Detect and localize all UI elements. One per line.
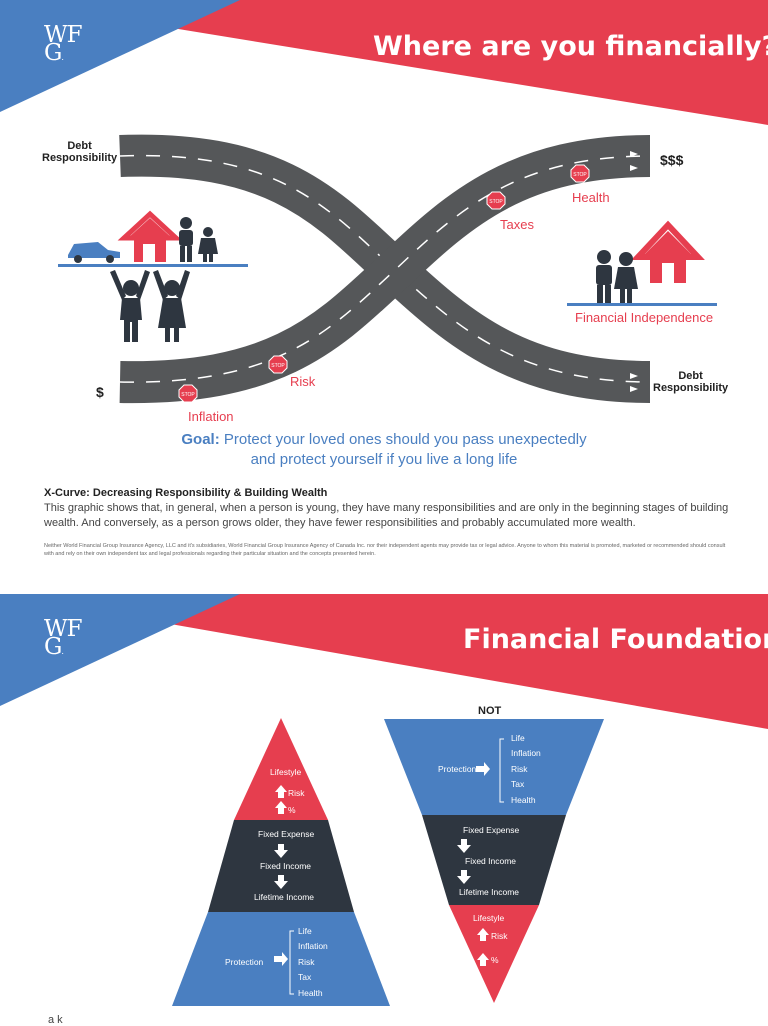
arrow-up-icon (477, 928, 489, 941)
pyramid-item-health: Health (298, 988, 323, 998)
pyramid-risk: Risk (288, 788, 305, 798)
inverted-item-risk: Risk (511, 764, 528, 774)
inverted-top (384, 719, 604, 815)
stop-sign-risk: STOP (268, 355, 288, 374)
pyramid-item-inflation: Inflation (298, 941, 328, 951)
pyramid-middle (208, 820, 354, 912)
blue-banner-shape (0, 0, 240, 112)
inverted-percent: % (491, 955, 499, 965)
arrow-down-icon (274, 844, 288, 858)
disclaimer: Neither World Financial Group Insurance … (44, 543, 726, 557)
inverted-fixed-expense: Fixed Expense (463, 825, 520, 835)
stop-sign-inflation: STOP (178, 384, 198, 403)
stop-sign-health: STOP (570, 164, 590, 183)
stop-sign-taxes: STOP (486, 191, 506, 210)
header-banner-2 (0, 594, 768, 729)
pyramid-top (234, 718, 328, 820)
xcurve-title: X-Curve: Decreasing Responsibility & Bui… (44, 487, 328, 499)
pyramid-item-risk: Risk (298, 957, 315, 967)
inverted-item-health: Health (511, 795, 536, 805)
not-label: NOT (478, 705, 502, 717)
children-icon (179, 217, 218, 262)
label-health: Health (572, 190, 610, 205)
arrow-down-icon (274, 875, 288, 889)
header-banner-1 (0, 0, 768, 125)
pyramid-item-life: Life (298, 926, 312, 936)
arrow-up-icon (477, 953, 489, 966)
pyramid-fixed-expense: Fixed Expense (258, 829, 315, 839)
red-banner-shape (0, 0, 768, 125)
label-inflation: Inflation (188, 409, 234, 424)
road-arrows (630, 151, 638, 392)
parents-icon (110, 270, 190, 342)
foundation-pyramid (172, 718, 390, 1006)
protection-bracket-inverted (499, 738, 504, 803)
page-title: Where are you financially? (373, 31, 768, 62)
wfg-logo: WF G. (44, 22, 83, 66)
svg-text:STOP: STOP (573, 172, 587, 178)
pyramid-protection: Protection (225, 957, 264, 967)
car-icon (68, 242, 120, 263)
x-curve-roads: STOP STOP STOP STOP (119, 134, 651, 404)
pyramid-lifetime-income: Lifetime Income (254, 892, 314, 902)
section-title: Financial Foundation (463, 624, 768, 655)
inverted-bottom (449, 905, 539, 1003)
money-high: $$$ (660, 152, 684, 168)
arrow-down-icon (457, 870, 471, 884)
inverted-item-inflation: Inflation (511, 748, 541, 758)
inverted-lifestyle: Lifestyle (473, 913, 505, 923)
wfg-logo-2: WF G. (44, 616, 83, 660)
pyramid-percent: % (288, 805, 296, 815)
cut-off-text: a k (48, 1014, 63, 1026)
shelf-line (58, 264, 248, 267)
pyramid-item-tax: Tax (298, 972, 312, 982)
inverted-lifetime-income: Lifetime Income (459, 887, 519, 897)
label-risk: Risk (290, 374, 316, 389)
label-financial-independence: Financial Independence (575, 310, 714, 325)
pyramid-lifestyle: Lifestyle (270, 767, 302, 777)
label-taxes: Taxes (500, 217, 534, 232)
inverted-risk: Risk (491, 931, 508, 941)
money-low: $ (96, 384, 104, 400)
wealth-road (119, 135, 651, 404)
pyramid-fixed-income: Fixed Income (260, 861, 312, 871)
arrow-up-icon (275, 801, 287, 814)
protection-bracket (289, 930, 294, 995)
arrow-up-icon (275, 785, 287, 798)
svg-text:STOP: STOP (271, 363, 285, 369)
xcurve-body: This graphic shows that, in general, whe… (44, 502, 729, 529)
young-family-illustration (58, 210, 248, 342)
svg-text:STOP: STOP (489, 199, 503, 205)
red-banner-shape-2 (0, 594, 768, 729)
inverted-item-tax: Tax (511, 779, 525, 789)
shelf-line-right (567, 303, 717, 306)
arrow-right-icon (476, 762, 490, 776)
inverted-pyramid (384, 719, 604, 1003)
retired-couple-illustration (567, 220, 717, 306)
couple-icon (596, 250, 638, 303)
blue-banner-shape-2 (0, 594, 240, 706)
goal-statement: Goal: Protect your loved ones should you… (181, 431, 587, 468)
inverted-middle (422, 815, 566, 905)
inverted-fixed-income: Fixed Income (465, 856, 517, 866)
inverted-item-life: Life (511, 733, 525, 743)
house-icon (117, 210, 183, 262)
inverted-protection: Protection (438, 764, 477, 774)
house-icon-right (631, 220, 705, 283)
svg-text:STOP: STOP (181, 392, 195, 398)
arrow-down-icon (457, 839, 471, 853)
arrow-right-icon (274, 952, 288, 966)
